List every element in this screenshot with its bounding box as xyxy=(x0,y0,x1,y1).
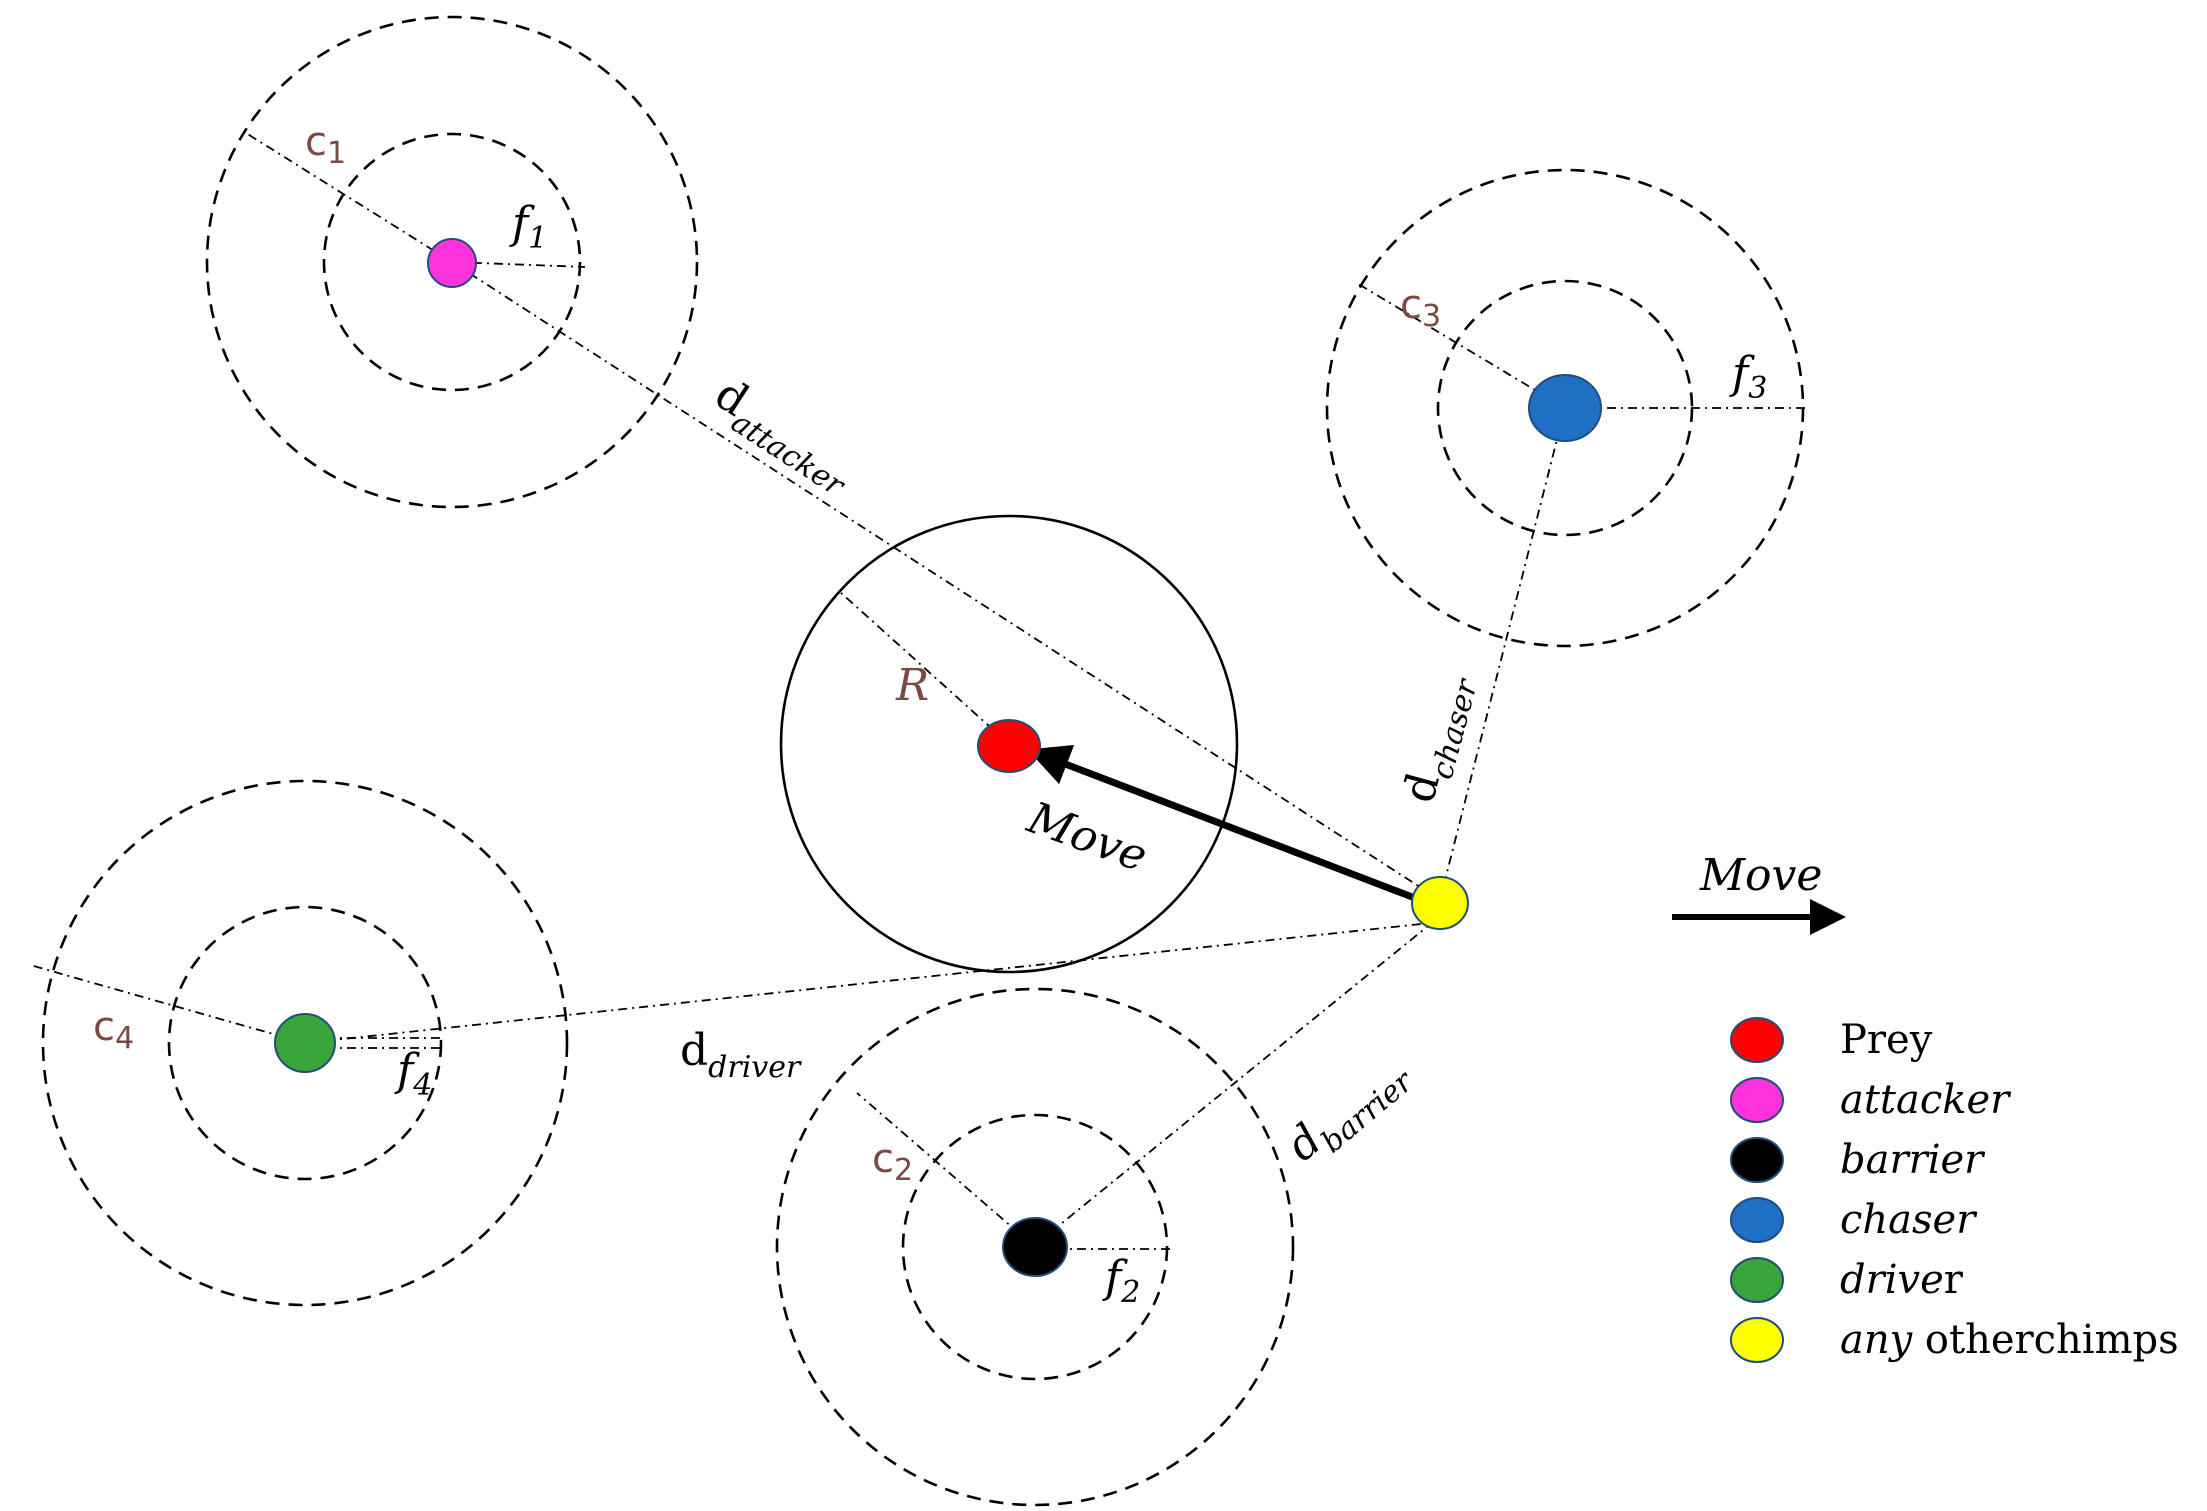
label-c1: c1 xyxy=(305,119,346,171)
d-driver-line xyxy=(304,921,1441,1044)
label-c2: c2 xyxy=(872,1136,913,1188)
legend-swatch-prey xyxy=(1730,1017,1784,1063)
label-c4: c4 xyxy=(93,1004,134,1056)
attacker-c-radius xyxy=(245,132,453,263)
label-d-barrier: dbarrier xyxy=(1277,1044,1421,1178)
label-d-attacker: dattacker xyxy=(701,368,865,504)
barrier-inner-ring xyxy=(901,1113,1169,1381)
other-chimp-dot xyxy=(1411,876,1469,930)
legend-label-barrier: barrier xyxy=(1840,1137,1986,1183)
d-barrier-line xyxy=(1034,921,1434,1246)
label-R: R xyxy=(895,660,929,711)
d-chaser-line xyxy=(1439,407,1566,901)
label-f4: f4 xyxy=(394,1045,432,1103)
attacker-dot xyxy=(427,238,477,288)
label-c3: c3 xyxy=(1400,282,1441,334)
legend-label-driver: driver xyxy=(1840,1257,1964,1303)
attacker-outer-ring xyxy=(205,15,699,509)
chaser-dot xyxy=(1528,374,1602,442)
legend-swatch-other xyxy=(1730,1317,1784,1363)
legend-label-other: any otherchimps xyxy=(1840,1317,2179,1363)
legend: Prey attacker barrier chaser driver any other… xyxy=(1730,1017,2179,1363)
move-key-label: Move xyxy=(1699,850,1822,901)
attacker-inner-ring xyxy=(322,132,582,392)
legend-swatch-barrier xyxy=(1730,1137,1784,1183)
label-d-driver: ddriver xyxy=(680,1025,802,1085)
d-attacker-line xyxy=(451,261,1441,901)
barrier-dot xyxy=(1002,1217,1068,1277)
legend-swatch-driver xyxy=(1730,1257,1784,1303)
label-f1: f1 xyxy=(509,198,547,256)
chaser-zone xyxy=(1325,168,1808,648)
prey-zone xyxy=(779,514,1239,974)
driver-inner-ring xyxy=(167,905,443,1181)
prey-range-circle xyxy=(779,514,1239,974)
legend-swatch-attacker xyxy=(1730,1077,1784,1123)
label-move-arrow: Move xyxy=(1020,792,1153,882)
prey-dot xyxy=(977,719,1041,773)
driver-outer-ring xyxy=(41,779,569,1307)
barrier-outer-ring xyxy=(775,987,1295,1507)
chaser-c-radius xyxy=(1354,281,1566,409)
legend-swatch-chaser xyxy=(1730,1197,1784,1243)
legend-label-prey: Prey xyxy=(1840,1017,1933,1063)
driver-dot xyxy=(274,1013,336,1073)
label-f3: f3 xyxy=(1729,348,1767,406)
driver-c-radius xyxy=(29,964,306,1044)
legend-label-attacker: attacker xyxy=(1840,1077,2012,1123)
label-d-chaser: dchaser xyxy=(1393,668,1485,810)
move-arrow xyxy=(1027,744,1422,904)
barrier-c-radius xyxy=(856,1092,1036,1248)
prey-R-radius xyxy=(839,591,1010,745)
label-f2: f2 xyxy=(1102,1252,1140,1310)
legend-label-chaser: chaser xyxy=(1840,1197,1978,1243)
